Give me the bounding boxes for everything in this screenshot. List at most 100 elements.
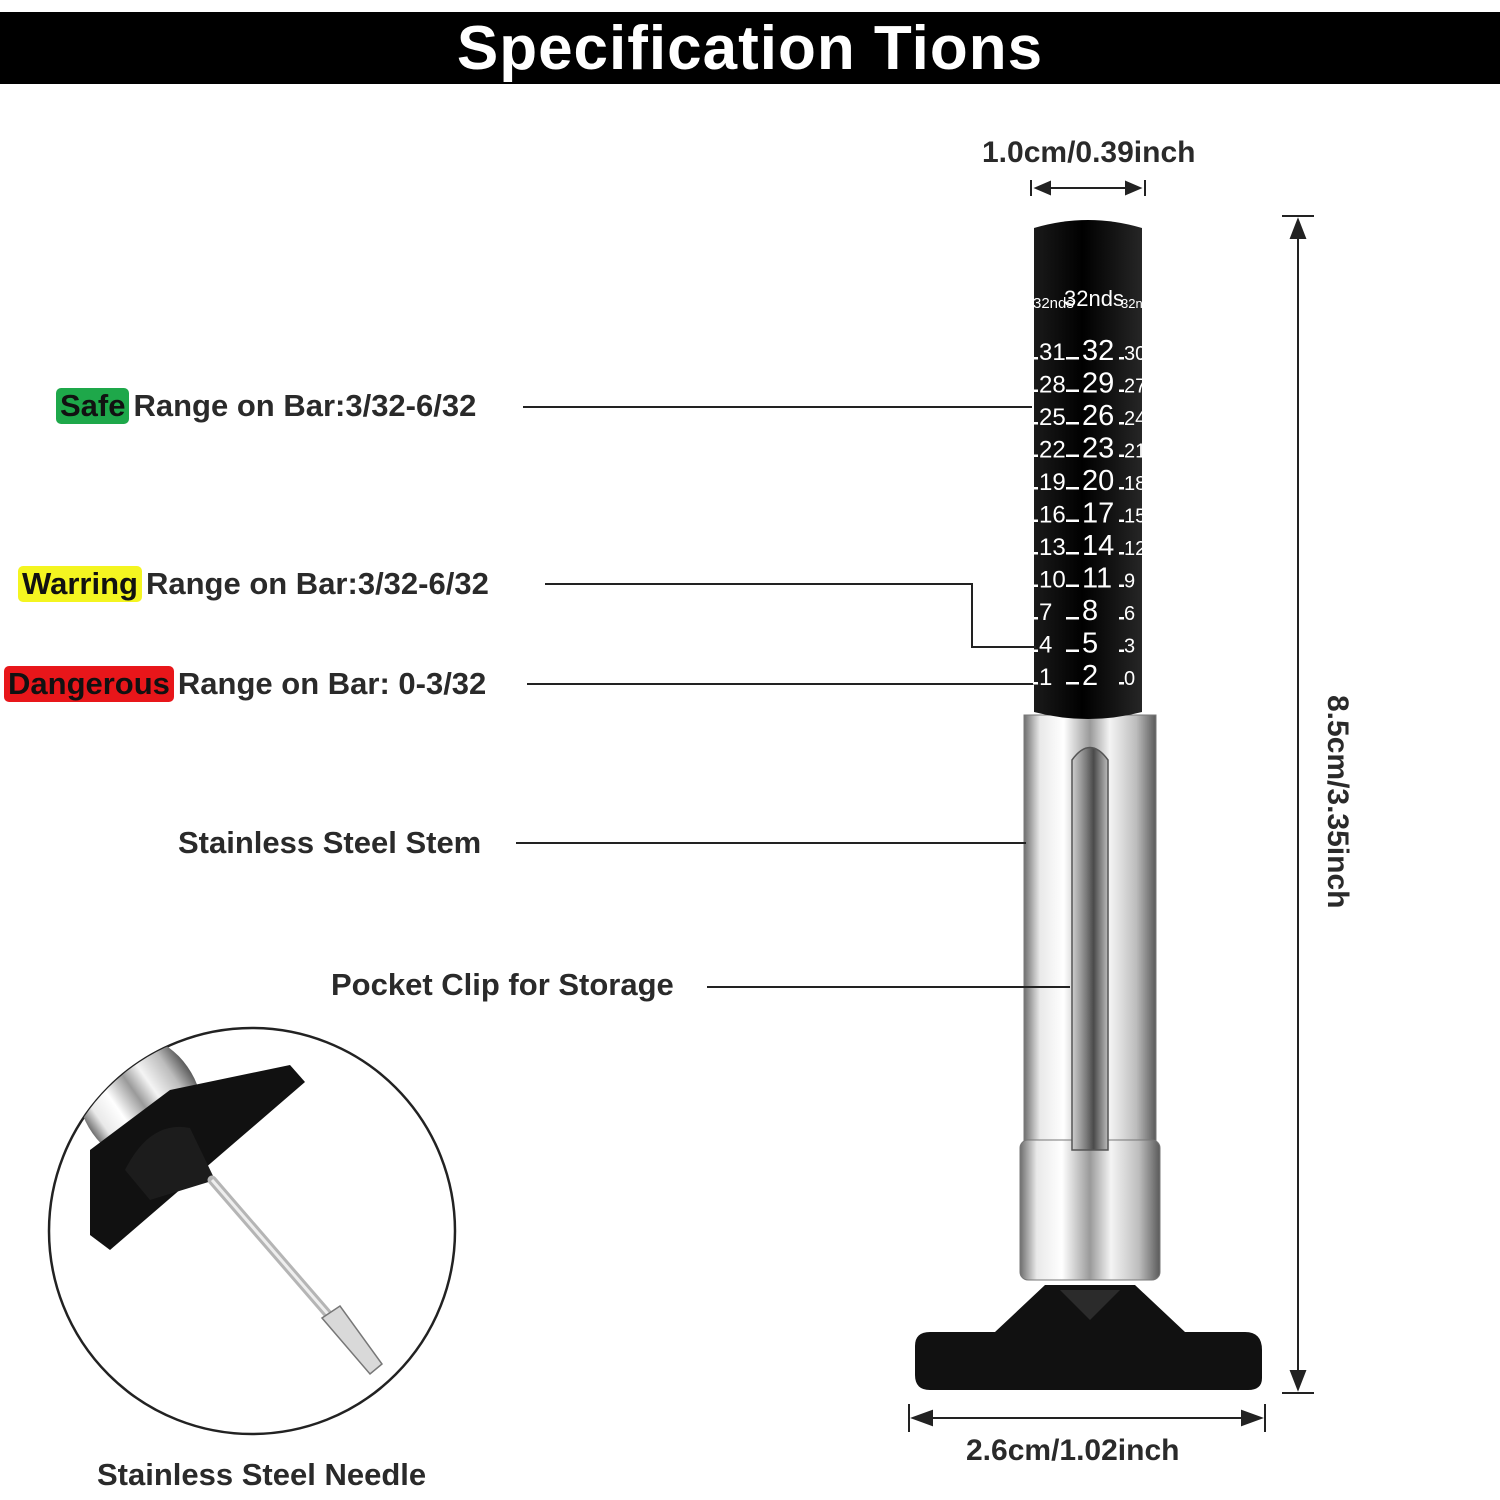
scale-number: 2	[1082, 660, 1098, 692]
scale-tick	[1033, 584, 1038, 587]
scale-number: 18	[1124, 473, 1146, 495]
scale-number: 5	[1082, 628, 1098, 660]
height-label: 8.5cm/3.35inch	[1321, 695, 1354, 909]
scale-column-left: 31 28 25 22 19 16 13 10 7 4 1	[1033, 339, 1066, 691]
scale-number: 8	[1082, 595, 1098, 627]
scale-number: 12	[1124, 538, 1146, 560]
scale-tick	[1119, 617, 1124, 620]
scale-tick	[1033, 454, 1038, 457]
scale-number: 3	[1124, 636, 1135, 658]
clip-callout: Pocket Clip for Storage	[331, 967, 674, 1002]
scale-tick	[1066, 617, 1079, 620]
scale-number: 31	[1039, 339, 1066, 366]
scale-tick	[1119, 487, 1124, 490]
danger-range-text: Range on Bar: 0-3/32	[177, 666, 487, 701]
scale-number: 11	[1082, 563, 1112, 595]
scale-tick	[1066, 389, 1079, 392]
scale-number: 29	[1082, 368, 1114, 400]
scale-number: 23	[1082, 433, 1114, 465]
scale-tick	[1119, 649, 1124, 652]
safe-tag: Safe	[56, 388, 130, 424]
scale-tick	[1033, 552, 1038, 555]
scale-tick	[1066, 584, 1079, 587]
title-banner: Specification Tions	[0, 12, 1500, 84]
needle-detail-circle	[47, 1026, 457, 1436]
scale-number: 6	[1124, 603, 1135, 625]
needle-callout: Stainless Steel Needle	[97, 1457, 427, 1492]
scale-number: 4	[1039, 632, 1052, 659]
top-width-label: 1.0cm/0.39inch	[982, 136, 1196, 169]
scale-number: 16	[1039, 502, 1066, 529]
steel-collar	[1019, 1139, 1161, 1281]
danger-tag: Dangerous	[4, 666, 174, 702]
scale-number: 10	[1039, 567, 1066, 594]
pocket-clip	[1071, 746, 1109, 1151]
scale-number: 30	[1124, 343, 1146, 365]
scale-tick	[1119, 389, 1124, 392]
scale-number: 21	[1124, 441, 1146, 463]
scale-number: 17	[1082, 498, 1114, 530]
unit-label-left: 32nds	[1033, 295, 1074, 312]
scale-number: 7	[1039, 599, 1052, 626]
scale-tick	[1033, 519, 1038, 522]
scale-tick	[1033, 682, 1038, 685]
scale-number: 19	[1039, 469, 1066, 496]
warning-range-text: Range on Bar:3/32-6/32	[145, 566, 489, 601]
base-width-dimension	[908, 1404, 1266, 1432]
scale-tick	[1066, 552, 1079, 555]
scale-number: 24	[1124, 408, 1146, 430]
scale-tick	[1119, 454, 1124, 457]
top-width-dimension	[1030, 180, 1146, 196]
unit-label-right: 32nds	[1121, 296, 1157, 311]
scale-tick	[1066, 519, 1079, 522]
base-foot	[915, 1285, 1262, 1390]
scale-tick	[1066, 422, 1079, 425]
scale-tick	[1066, 357, 1079, 360]
scale-tick	[1033, 649, 1038, 652]
scale-number: 25	[1039, 404, 1066, 431]
scale-tick	[1033, 617, 1038, 620]
warning-tag: Warring	[18, 566, 142, 602]
scale-number: 15	[1124, 506, 1146, 528]
scale-number: 22	[1039, 437, 1066, 464]
scale-number: 26	[1082, 400, 1114, 432]
scale-number: 1	[1039, 664, 1052, 691]
scale-tick	[1119, 584, 1124, 587]
scale-tick	[1119, 422, 1124, 425]
scale-number: 14	[1082, 530, 1114, 562]
scale-tick	[1033, 487, 1038, 490]
scale-number: 9	[1124, 571, 1135, 593]
scale-number: 13	[1039, 534, 1066, 561]
height-dimension	[1282, 215, 1314, 1394]
scale-tick	[1066, 487, 1079, 490]
scale-number: 32	[1082, 335, 1114, 367]
scale-tick	[1033, 357, 1038, 360]
scale-number: 0	[1124, 668, 1135, 690]
scale-tick	[1066, 454, 1079, 457]
scale-tick	[1119, 357, 1124, 360]
unit-label-middle: 32nds	[1064, 286, 1124, 311]
scale-tick	[1033, 422, 1038, 425]
black-measuring-bar	[1034, 220, 1142, 719]
base-width-label: 2.6cm/1.02inch	[966, 1434, 1180, 1467]
scale-number: 27	[1124, 376, 1146, 398]
scale-tick	[1119, 682, 1124, 685]
warning-leader-line	[545, 583, 1036, 648]
scale-tick	[1066, 649, 1079, 652]
scale-tick	[1033, 389, 1038, 392]
stem-callout: Stainless Steel Stem	[178, 825, 482, 860]
scale-number: 28	[1039, 372, 1066, 399]
scale-tick	[1066, 682, 1079, 685]
scale-tick	[1119, 519, 1124, 522]
scale-tick	[1119, 552, 1124, 555]
safe-range-text: Range on Bar:3/32-6/32	[133, 388, 477, 423]
scale-number: 20	[1082, 465, 1114, 497]
page-title: Specification Tions	[456, 13, 1044, 83]
